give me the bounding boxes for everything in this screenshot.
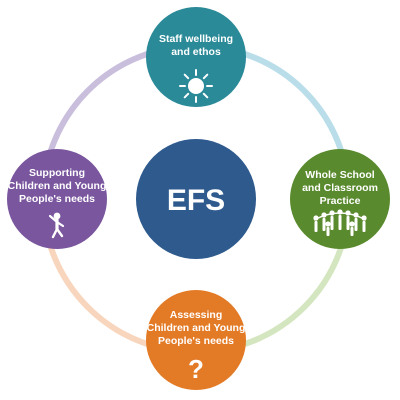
child-icon <box>48 212 65 239</box>
center-node: EFS <box>136 139 256 259</box>
sun-icon <box>179 69 213 103</box>
node-label-line: Children and Young <box>8 180 107 192</box>
node-label-line: and ethos <box>171 46 221 58</box>
node-circle-staff-wellbeing <box>146 7 246 107</box>
people-circle-icon <box>313 209 367 236</box>
node-label-line: People's needs <box>19 193 95 205</box>
node-circle-assessing <box>146 290 246 390</box>
node-circle-supporting <box>7 149 107 249</box>
node-label-line: Supporting <box>29 167 85 179</box>
node-label-line: People's needs <box>158 335 234 347</box>
question-mark-icon: ? <box>188 354 204 384</box>
node-assessing: Assessing Children and Young People's ne… <box>146 290 246 390</box>
node-staff-wellbeing: Staff wellbeing and ethos <box>146 7 246 107</box>
node-label-line: Practice <box>320 195 361 207</box>
node-label-line: Whole School <box>305 169 374 181</box>
center-circle <box>136 139 256 259</box>
node-label-line: Staff wellbeing <box>159 33 233 45</box>
center-label: EFS <box>167 184 225 217</box>
node-whole-school: Whole School and Classroom Practice <box>290 149 390 249</box>
node-supporting: Supporting Children and Young People's n… <box>7 149 107 249</box>
node-label-line: Assessing <box>170 309 223 321</box>
node-label-line: and Classroom <box>302 182 378 194</box>
node-label-line: Children and Young <box>147 322 246 334</box>
